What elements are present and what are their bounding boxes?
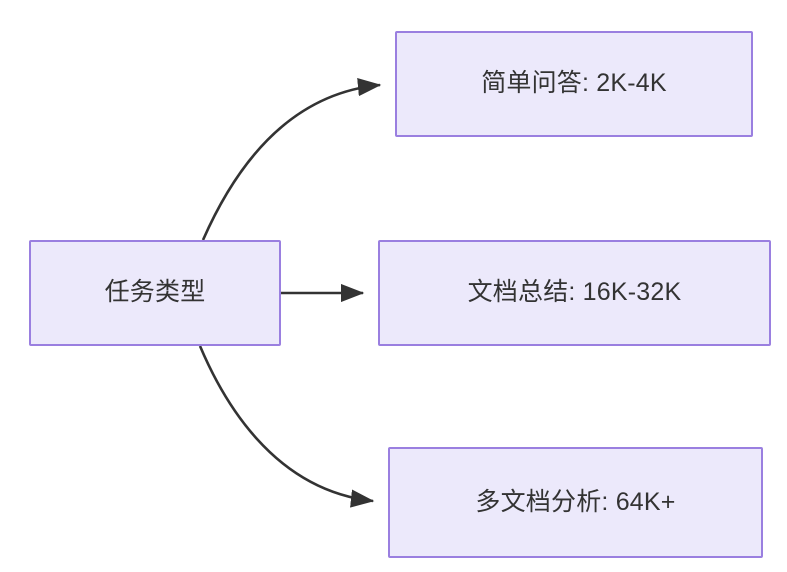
node-doc-summary[interactable]: 文档总结: 16K-32K: [378, 240, 771, 346]
node-task-type[interactable]: 任务类型: [29, 240, 281, 346]
node-simple-qa[interactable]: 简单问答: 2K-4K: [395, 31, 753, 137]
edge-source-to-simple-qa: [201, 78, 382, 241]
node-multi-doc-label: 多文档分析: 64K+: [475, 487, 676, 516]
node-multi-doc[interactable]: 多文档分析: 64K+: [388, 447, 763, 558]
node-simple-qa-label: 简单问答: 2K-4K: [481, 69, 667, 98]
node-doc-summary-label: 文档总结: 16K-32K: [467, 278, 682, 307]
node-task-type-label: 任务类型: [104, 278, 206, 307]
edge-source-to-multi-doc: [198, 345, 375, 508]
